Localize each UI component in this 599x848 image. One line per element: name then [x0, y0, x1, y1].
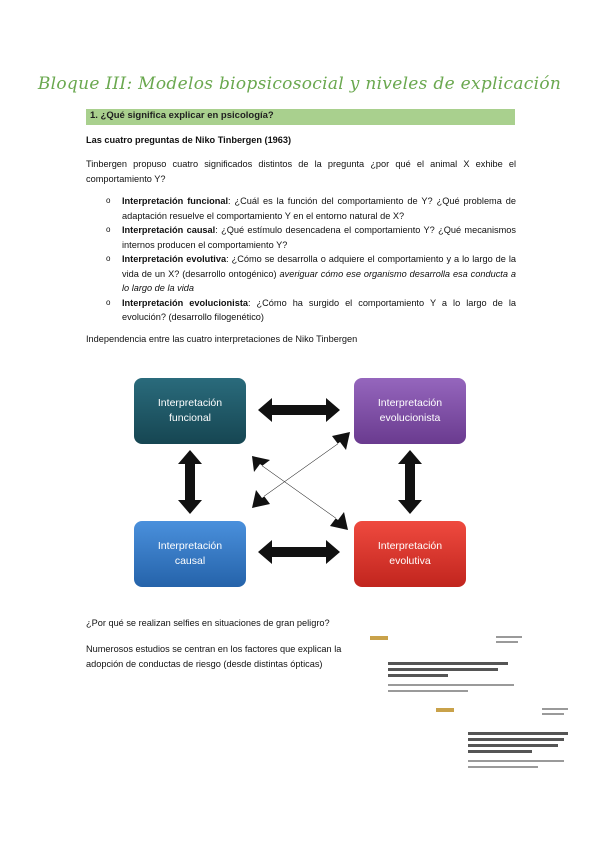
subheading: Las cuatro preguntas de Niko Tinbergen (…	[86, 135, 292, 145]
article-thumbnail	[432, 704, 572, 784]
tinbergen-diagram	[134, 378, 466, 587]
list-item: o Interpretación evolutiva: ¿Cómo se desa…	[106, 252, 516, 296]
list-text: : ¿Cuál es la función del comportamiento…	[122, 196, 516, 221]
list-text: : ¿Cómo se desarrolla o adquiere el comp…	[122, 254, 516, 279]
list-text: : ¿Cómo ha surgido el comportamiento Y a…	[122, 297, 517, 323]
box-causal-label: Interpretación causal	[157, 540, 223, 567]
arrow-left-icon	[178, 450, 202, 514]
interpretations-list: o Interpretación funcional: ¿Cuál es la f…	[106, 194, 516, 325]
bullet-icon: o	[106, 225, 111, 234]
list-item: o Interpretación evolucionista: ¿Cómo ha …	[106, 296, 516, 325]
arrow-bottom-icon	[258, 540, 340, 564]
arrow-right-icon	[398, 450, 422, 514]
list-term: Interpretación evolutiva	[122, 254, 227, 264]
page-title: Bloque III: Modelos biopsicosocial y niv…	[37, 74, 562, 94]
bullet-icon: o	[106, 254, 111, 263]
box-evolutiva	[354, 521, 466, 587]
list-text: : ¿Qué estímulo desencadena el comportam…	[122, 225, 516, 250]
bullet-icon: o	[106, 297, 111, 307]
box-evolutiva-label: Interpretación evolutiva	[377, 540, 443, 567]
list-note: averiguar cómo ese organismo desarrolla …	[122, 268, 517, 294]
intro-paragraph: Tinbergen propuso cuatro significados di…	[86, 159, 516, 184]
list-term: Interpretación evolucionista	[122, 297, 248, 308]
studies-text: Numerosos estudios se centran en los fac…	[86, 644, 342, 669]
box-causal	[134, 521, 246, 587]
list-term: Interpretación causal	[122, 225, 216, 235]
question-text: ¿Por qué se realizan selfies en situacio…	[86, 618, 330, 628]
box-funcional	[134, 378, 246, 444]
list-term: Interpretación funcional	[122, 196, 229, 206]
article-thumbnail	[366, 632, 526, 702]
list-item: o Interpretación funcional: ¿Cuál es la f…	[106, 194, 516, 223]
box-evolucionista	[354, 378, 466, 444]
list-item: o Interpretación causal: ¿Qué estímulo de…	[106, 223, 516, 252]
section-header-text: 1. ¿Qué significa explicar en psicología…	[90, 110, 274, 121]
bullet-icon: o	[106, 196, 111, 205]
box-funcional-label: Interpretación funcional	[157, 397, 223, 424]
independence-caption: Independencia entre las cuatro interpret…	[86, 334, 358, 344]
arrow-cross-icon	[252, 432, 350, 530]
box-evolucionista-label: Interpretación evolucionista	[377, 397, 443, 424]
section-header: 1. ¿Qué significa explicar en psicología…	[86, 109, 515, 125]
arrow-top-icon	[258, 398, 340, 422]
